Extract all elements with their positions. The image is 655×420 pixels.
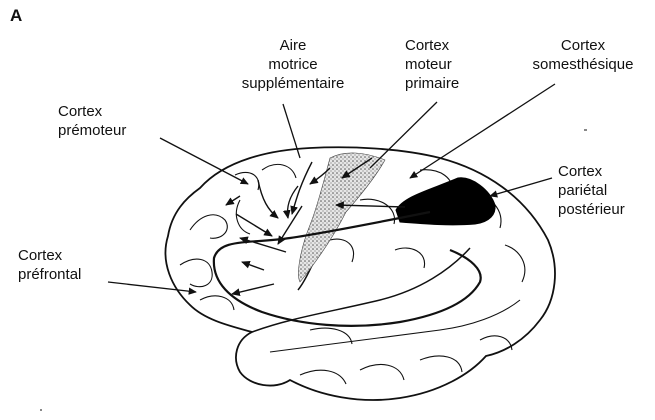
label-cortex-moteur: Cortex moteur primaire	[405, 36, 459, 93]
label-aire-motrice: Aire motrice supplémentaire	[218, 36, 368, 93]
label-cortex-prefrontal: Cortex préfrontal	[18, 246, 81, 284]
label-cortex-parietal: Cortex pariétal postérieur	[558, 162, 625, 219]
label-cortex-premoteur: Cortex prémoteur	[58, 102, 126, 140]
label-cortex-somesthesique: Cortex somesthésique	[515, 36, 651, 74]
